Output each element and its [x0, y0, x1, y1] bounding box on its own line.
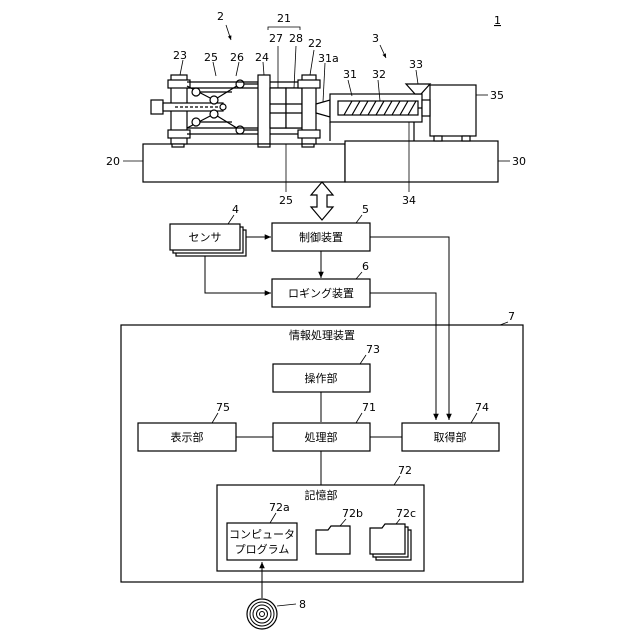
- figure-number: 1: [494, 14, 501, 27]
- operation-unit-label: 操作部: [305, 371, 338, 385]
- ref-75: 75: [216, 401, 230, 414]
- ref-25-bottom: 25: [279, 194, 293, 207]
- computer-program-label-line1: コンピュータ: [229, 528, 295, 541]
- display-unit-label: 表示部: [171, 430, 204, 444]
- ref-31a: 31a: [318, 52, 339, 65]
- ref-20: 20: [106, 155, 120, 168]
- disc-icon: [247, 599, 277, 629]
- ref-3: 3: [372, 32, 379, 45]
- ref-34: 34: [402, 194, 416, 207]
- ref-5: 5: [362, 203, 369, 216]
- mold-clamping-unit: [151, 75, 320, 147]
- processing-unit-label: 処理部: [305, 430, 338, 444]
- injection-unit: [316, 84, 476, 141]
- ref-25-top: 25: [204, 51, 218, 64]
- folder-icon: [316, 526, 350, 554]
- hopper: [406, 84, 430, 94]
- acquisition-unit-label: 取得部: [434, 430, 467, 444]
- ref-72b: 72b: [342, 507, 363, 520]
- sensor-block: センサ: [170, 224, 246, 256]
- drive-unit: [430, 85, 476, 136]
- ref-74: 74: [475, 401, 489, 414]
- ref-6: 6: [362, 260, 369, 273]
- information-processing-device-label: 情報処理装置: [289, 329, 355, 342]
- ref-72: 72: [398, 464, 412, 477]
- nozzle: [316, 100, 330, 117]
- ref-32: 32: [372, 68, 386, 81]
- ref-7: 7: [508, 310, 515, 323]
- logging-device-label: ロギング装置: [288, 286, 354, 300]
- movable-mold: [270, 88, 286, 128]
- ref-26: 26: [230, 51, 244, 64]
- ref-2: 2: [217, 10, 224, 23]
- fixed-mold: [286, 88, 302, 128]
- ref-4: 4: [232, 203, 239, 216]
- ref-21: 21: [277, 12, 291, 25]
- ref-72a: 72a: [269, 501, 290, 514]
- clamping-base: [143, 144, 345, 182]
- ref-30: 30: [512, 155, 526, 168]
- ref-71: 71: [362, 401, 376, 414]
- movable-platen: [258, 75, 270, 144]
- ref-24: 24: [255, 51, 269, 64]
- ref-28: 28: [289, 32, 303, 45]
- ref-33: 33: [409, 58, 423, 71]
- injection-molding-machine: [143, 75, 498, 182]
- ref-35: 35: [490, 89, 504, 102]
- computer-program-label-line2: プログラム: [235, 542, 290, 556]
- machine-controller-link-arrow: [311, 182, 333, 220]
- injection-base: [345, 141, 498, 182]
- ref-23: 23: [173, 49, 187, 62]
- ref-72c: 72c: [396, 507, 416, 520]
- storage-unit-label: 記憶部: [305, 488, 338, 502]
- stacked-folders-icon: [370, 524, 411, 560]
- ref-31: 31: [343, 68, 357, 81]
- controller-label: 制御装置: [299, 230, 343, 244]
- sensor-label: センサ: [189, 231, 222, 244]
- ref-22: 22: [308, 37, 322, 50]
- ref-8: 8: [299, 598, 306, 611]
- ref-73: 73: [366, 343, 380, 356]
- ref-27: 27: [269, 32, 283, 45]
